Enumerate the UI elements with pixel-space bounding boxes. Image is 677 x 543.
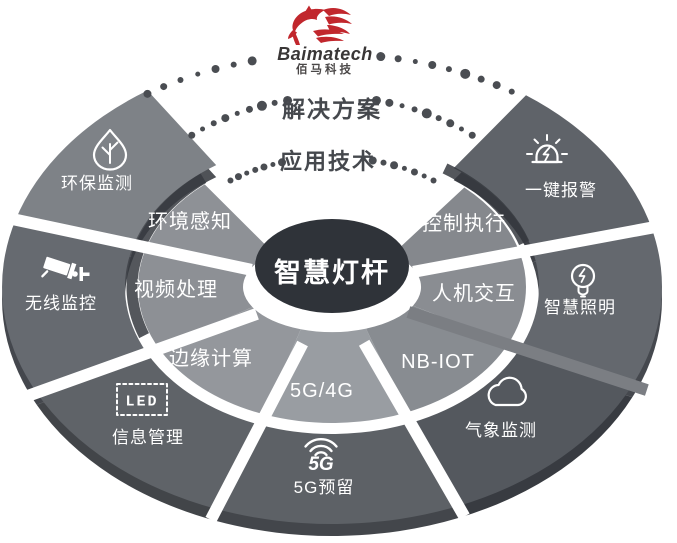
- segment-gap: [406, 306, 649, 396]
- outer-segment-label-smart-lighting: 智慧照明: [544, 298, 616, 317]
- horse-stroke: [325, 16, 352, 25]
- ring-shadow-crescent: [442, 163, 530, 246]
- led-screen-icon: LED: [116, 383, 168, 416]
- brand-name: Baimatech: [277, 44, 373, 64]
- segment-gap: [358, 339, 470, 520]
- led-icon-text: LED: [125, 394, 158, 411]
- horse-stroke: [313, 29, 344, 37]
- arc-label-solutions: 解决方案: [282, 96, 382, 122]
- center-hub-label: 智慧灯杆: [274, 258, 390, 288]
- center-hub-ellipse: [255, 219, 409, 313]
- arc-label-technologies: 应用技术: [279, 149, 376, 174]
- horse-stroke: [327, 25, 350, 34]
- brand-name-cn: 佰马科技: [296, 64, 354, 76]
- segment-gap: [20, 308, 259, 404]
- horse-stroke: [292, 32, 300, 45]
- inner-segment-hmi: [413, 252, 526, 344]
- segment-gap: [0, 210, 253, 276]
- leaf-drop-icon: [92, 128, 128, 171]
- horse-stroke: [305, 5, 313, 12]
- horse-logo-icon: [288, 5, 352, 45]
- horse-stroke: [292, 8, 325, 33]
- inner-segment-label-video-process: 视频处理: [134, 278, 218, 301]
- outer-segment-smart-lighting: [520, 227, 663, 386]
- outer-segment-label-env-monitor: 环保监测: [61, 174, 133, 193]
- inner-segment-label-control-exec: 控制执行: [422, 212, 506, 235]
- cloud-icon: [487, 376, 527, 407]
- cctv-camera-icon: [41, 256, 90, 281]
- segment-gap: [205, 340, 308, 523]
- 5g-icon-text: 5G: [308, 454, 334, 475]
- horse-stroke: [316, 36, 344, 43]
- bulb-icon: [570, 263, 596, 298]
- inner-segment-label-5g-4g: 5G/4G: [290, 380, 354, 402]
- inner-segment-label-env-sense: 环境感知: [148, 210, 232, 233]
- inner-segment-label-edge-compute: 边缘计算: [169, 347, 253, 370]
- outer-segment-one-key-alarm: [453, 95, 652, 251]
- outer-segment-wireless-monitor: [2, 219, 147, 393]
- inner-segment-video-process: [138, 248, 253, 348]
- outer-segment-label-weather-monitor: 气象监测: [465, 421, 537, 440]
- outer-segment-label-info-manage: 信息管理: [112, 428, 184, 447]
- inner-segment-label-hmi: 人机交互: [432, 282, 516, 305]
- outer-segment-label-one-key-alarm: 一键报警: [525, 181, 597, 200]
- outer-segment-label-wireless-monitor: 无线监控: [25, 294, 97, 313]
- siren-icon: [526, 134, 568, 164]
- outer-segment-weather-monitor: [411, 348, 633, 506]
- outer-segment-info-manage: [36, 352, 260, 509]
- segment-gap: [412, 218, 669, 278]
- outer-segment-label-5g-reserved: 5G预留: [294, 478, 355, 497]
- outer-segment-5g-reserved: [216, 422, 459, 525]
- 5g-wifi-icon: 5G: [304, 437, 338, 475]
- horse-stroke: [323, 7, 351, 16]
- inner-segment-label-nb-iot: NB-IOT: [401, 351, 475, 373]
- dotted-arcs: [143, 52, 515, 184]
